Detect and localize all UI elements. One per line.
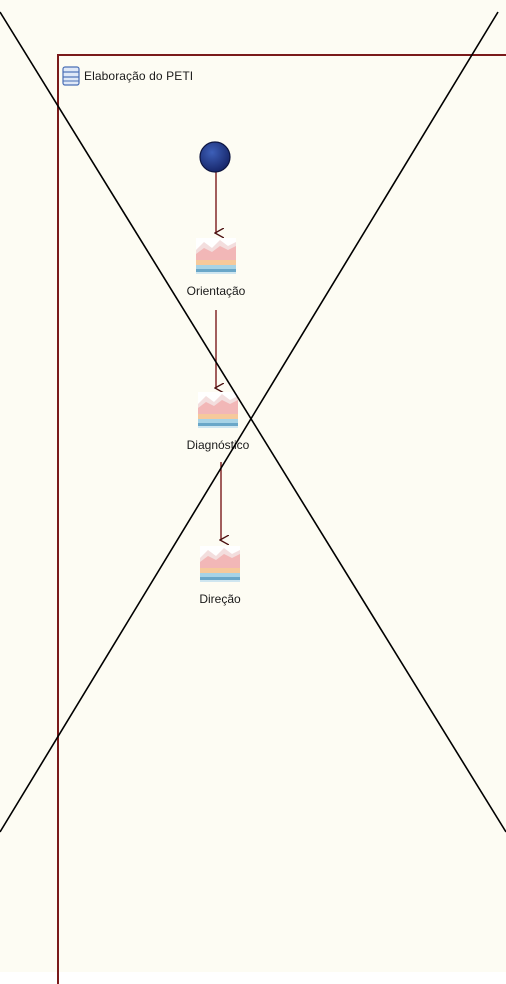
activity-node-diagnostico[interactable]: Diagnóstico: [158, 390, 278, 452]
initial-node-icon[interactable]: [198, 140, 232, 174]
activity-icon: [196, 238, 236, 274]
activity-label: Diagnóstico: [186, 438, 250, 452]
activity-label: Orientação: [186, 284, 246, 298]
swimlane-icon: [62, 66, 80, 86]
activity-label: Direção: [199, 592, 241, 606]
activity-icon: [200, 546, 240, 582]
swimlane-header[interactable]: Elaboração do PETI: [62, 66, 193, 86]
activity-node-orientacao[interactable]: Orientação: [156, 236, 276, 298]
swimlane[interactable]: [57, 54, 506, 984]
activity-node-direcao[interactable]: Direção: [160, 544, 280, 606]
activity-icon: [198, 392, 238, 428]
swimlane-title: Elaboração do PETI: [84, 69, 194, 83]
